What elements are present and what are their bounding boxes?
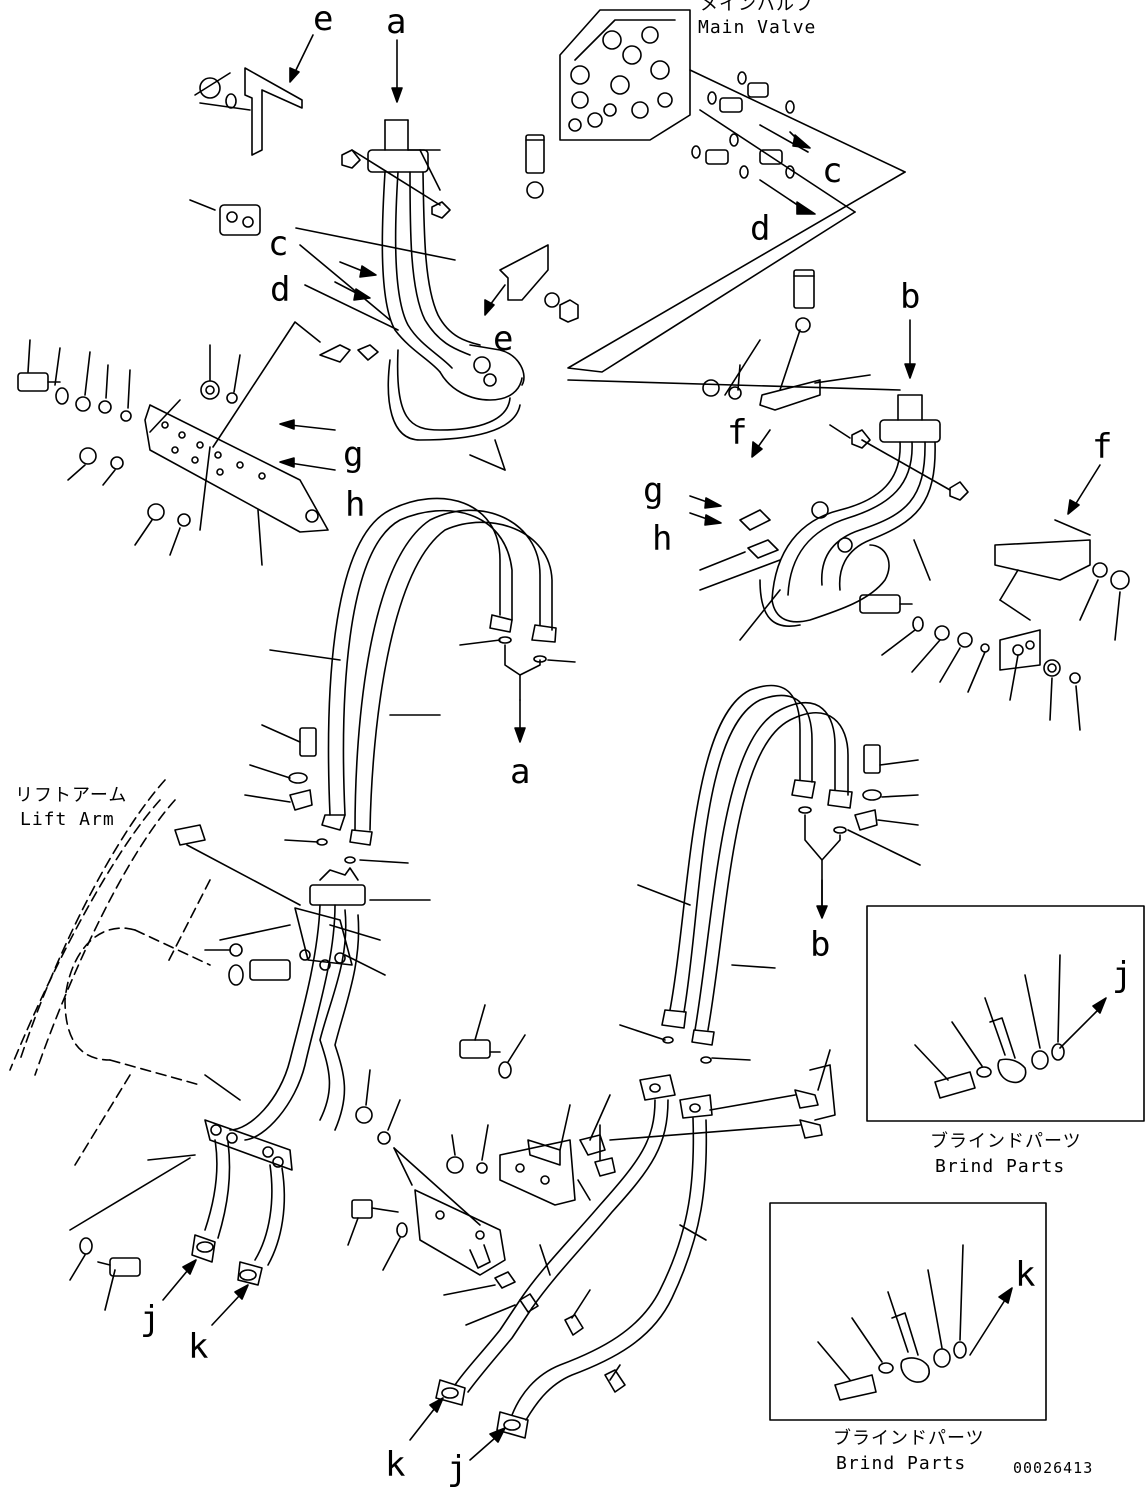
callout-j-left: j <box>140 1299 161 1339</box>
blind-parts-en-label-2: Brind Parts <box>836 1453 967 1474</box>
callout-g-left: g <box>343 435 364 475</box>
callout-e-top: e <box>313 0 334 39</box>
callout-k-box: k <box>1015 1255 1036 1295</box>
callout-f-left: f <box>727 413 748 453</box>
callout-b-top: b <box>900 277 921 317</box>
callout-d-right: d <box>750 209 771 249</box>
callout-g-right: g <box>643 471 664 511</box>
bottom-center-drawing <box>347 1004 836 1439</box>
lift-arm-jp-label: リフトアーム <box>15 785 128 806</box>
blind-parts-en-label-1: Brind Parts <box>935 1156 1066 1177</box>
callout-a-top: a <box>386 2 407 42</box>
callout-h-right: h <box>652 519 673 559</box>
callout-c-left: c <box>268 224 289 264</box>
right-piping-drawing <box>699 269 1130 731</box>
blind-parts-box-2 <box>769 1202 1047 1421</box>
blind-parts-jp-label-1: ブラインドパーツ <box>930 1131 1082 1152</box>
blind-parts-jp-label-2: ブラインドパーツ <box>833 1428 985 1449</box>
callout-b-mid: b <box>810 925 831 965</box>
callout-j-bottom: j <box>447 1449 468 1489</box>
callout-c-right: c <box>822 151 843 191</box>
lift-arm-en-label: Lift Arm <box>20 809 115 830</box>
callout-d-left: d <box>270 270 291 310</box>
blind-parts-box-1 <box>866 905 1145 1122</box>
top-piping-drawing <box>189 67 579 471</box>
left-lower-pipes-drawing <box>69 824 386 1311</box>
callout-arrows <box>162 34 1107 1461</box>
callout-j-box: j <box>1112 955 1133 995</box>
main-valve-drawing <box>559 9 906 391</box>
drawing-number: 00026413 <box>1013 1459 1094 1477</box>
callout-a-mid: a <box>510 752 531 792</box>
main-valve-en-label: Main Valve <box>698 17 817 38</box>
lift-arm-drawing <box>9 779 211 1166</box>
callout-h-left: h <box>345 485 366 525</box>
left-hoses-drawing <box>244 497 576 901</box>
callout-k-bottom: k <box>385 1445 406 1485</box>
main-valve-jp-label: メインバルブ <box>700 0 814 15</box>
left-plate-drawing <box>17 321 379 566</box>
callout-k-left: k <box>188 1327 209 1367</box>
callout-f-right: f <box>1092 427 1113 467</box>
callout-e-mid: e <box>493 319 514 359</box>
right-hoses-drawing <box>619 684 921 1064</box>
